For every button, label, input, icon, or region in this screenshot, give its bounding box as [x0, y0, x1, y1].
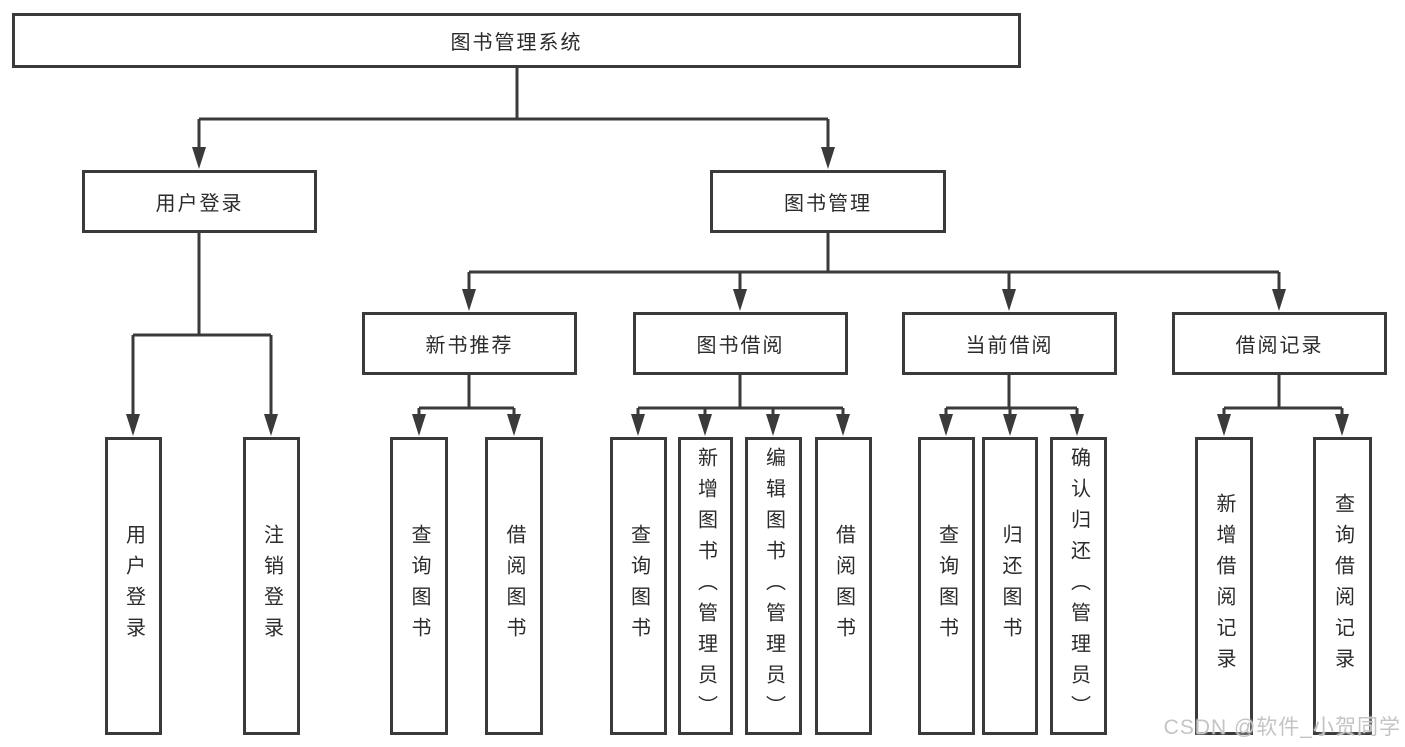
leaf-query-books-recommend: 查询图书 — [390, 437, 448, 735]
leaf-query-books-current: 查询图书 — [918, 437, 975, 735]
arrowhead — [264, 414, 278, 436]
arrowhead — [733, 289, 747, 311]
arrowhead — [1003, 414, 1017, 436]
leaf-borrow-books: 借阅图书 — [815, 437, 872, 735]
leaf-borrow-books-label: 借阅图书 — [832, 524, 855, 648]
connector-line — [944, 375, 1079, 415]
node-root: 图书管理系统 — [12, 13, 1021, 68]
arrowhead — [1002, 289, 1016, 311]
node-book-borrow: 图书借阅 — [633, 312, 848, 375]
arrowhead — [766, 414, 780, 436]
leaf-query-books-current-label: 查询图书 — [935, 524, 958, 648]
leaf-add-borrow-record-label: 新增借阅记录 — [1213, 493, 1235, 679]
leaf-borrow-books-recommend: 借阅图书 — [485, 437, 543, 735]
connector-user-login — [126, 233, 278, 436]
arrowhead — [836, 414, 850, 436]
leaf-query-books-borrow: 查询图书 — [610, 437, 667, 735]
leaf-add-books-admin: 新增图书（管理员） — [678, 437, 733, 735]
arrowhead — [462, 289, 476, 311]
node-book-management-label: 图书管理 — [784, 193, 872, 215]
arrowhead — [192, 147, 206, 169]
connector-book-management — [462, 233, 1286, 311]
connector-line — [467, 233, 1281, 290]
node-new-book-recommend: 新书推荐 — [362, 312, 577, 375]
node-current-borrow: 当前借阅 — [902, 312, 1117, 375]
leaf-logout: 注销登录 — [243, 437, 300, 735]
connector-root — [192, 68, 835, 169]
leaf-add-borrow-record: 新增借阅记录 — [1195, 437, 1253, 735]
node-book-borrow-label: 图书借阅 — [696, 335, 785, 357]
node-book-management: 图书管理 — [710, 170, 946, 233]
leaf-return-books: 归还图书 — [982, 437, 1038, 735]
csdn-watermark: CSDN @软件_小贺同学 — [1163, 716, 1401, 739]
leaf-user-login: 用户登录 — [105, 437, 162, 735]
node-root-label: 图书管理系统 — [450, 32, 583, 54]
node-new-book-recommend-label: 新书推荐 — [425, 335, 514, 357]
leaf-borrow-books-recommend-label: 借阅图书 — [503, 524, 525, 648]
arrowhead — [939, 414, 953, 436]
connector-new-book-recommend — [412, 375, 521, 436]
connector-line — [197, 68, 830, 148]
leaf-return-books-label: 归还图书 — [999, 524, 1021, 648]
node-borrow-records: 借阅记录 — [1172, 312, 1387, 375]
connector-current-borrow — [939, 375, 1084, 436]
leaf-query-borrow-record: 查询借阅记录 — [1313, 437, 1372, 735]
leaf-logout-label: 注销登录 — [260, 524, 283, 648]
arrowhead — [1335, 414, 1349, 436]
connector-line — [131, 233, 273, 415]
connector-line — [417, 375, 516, 415]
connector-line — [1222, 375, 1344, 415]
arrowhead — [507, 414, 521, 436]
arrowhead — [1272, 289, 1286, 311]
connector-borrow-records — [1217, 375, 1349, 436]
leaf-user-login-label: 用户登录 — [122, 524, 145, 648]
leaf-confirm-return-admin-label: 确认归还（管理员） — [1067, 446, 1090, 726]
arrowhead — [126, 414, 140, 436]
arrowhead — [412, 414, 426, 436]
node-current-borrow-label: 当前借阅 — [965, 335, 1054, 357]
node-user-login: 用户登录 — [82, 170, 317, 233]
node-user-login-label: 用户登录 — [155, 193, 244, 215]
leaf-query-books-recommend-label: 查询图书 — [408, 524, 430, 648]
node-borrow-records-label: 借阅记录 — [1235, 335, 1324, 357]
leaf-edit-books-admin-label: 编辑图书（管理员） — [762, 446, 785, 726]
leaf-query-borrow-record-label: 查询借阅记录 — [1331, 493, 1354, 679]
arrowhead — [698, 414, 712, 436]
connector-book-borrow — [631, 375, 850, 436]
connector-line — [636, 375, 845, 415]
arrowhead — [631, 414, 645, 436]
arrowhead — [821, 147, 835, 169]
leaf-edit-books-admin: 编辑图书（管理员） — [745, 437, 802, 735]
arrowhead — [1217, 414, 1231, 436]
leaf-confirm-return-admin: 确认归还（管理员） — [1050, 437, 1107, 735]
leaf-add-books-admin-label: 新增图书（管理员） — [694, 446, 717, 726]
arrowhead — [1070, 414, 1084, 436]
leaf-query-books-borrow-label: 查询图书 — [627, 524, 650, 648]
